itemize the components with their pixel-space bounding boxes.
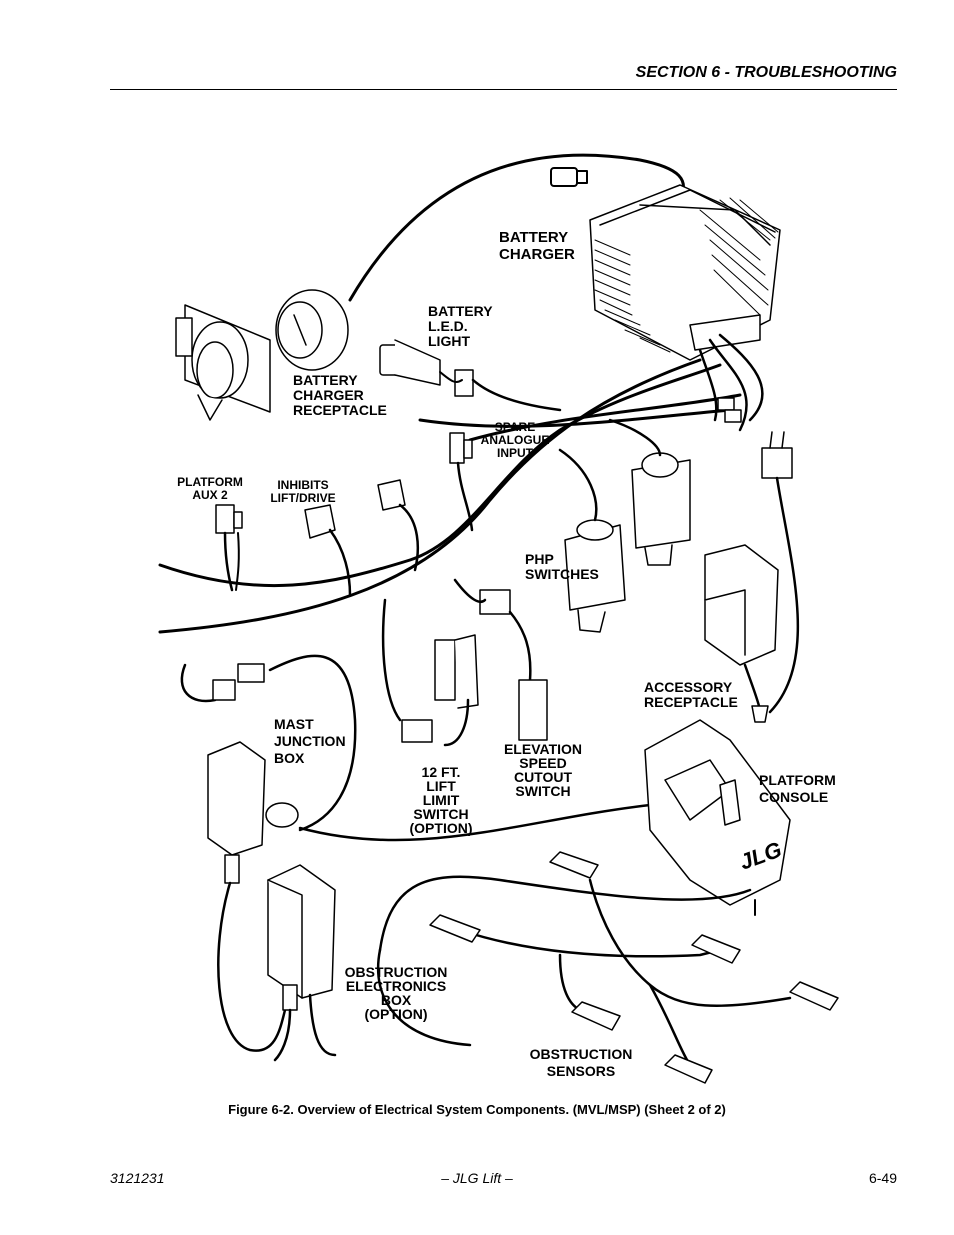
label-php-switches: PHP SWITCHES <box>525 551 599 582</box>
obstruction-sensor-2 <box>429 914 481 943</box>
header-rule <box>110 89 897 90</box>
mast-cable-left <box>180 654 357 832</box>
platform-aux2-connector <box>215 504 243 534</box>
spare-analogue-input-connector <box>449 432 473 464</box>
label-obstruction-sensors: OBSTRUCTION SENSORS <box>529 1046 633 1079</box>
label-obstruction-electronics-box: OBSTRUCTION ELECTRONICS BOX (OPTION) <box>344 964 448 1022</box>
obstruction-sensor-5 <box>571 1001 621 1031</box>
label-battery-led-light: BATTERY L.E.D. LIGHT <box>428 303 493 349</box>
label-battery-charger: BATTERY CHARGER <box>499 229 575 263</box>
label-platform-console: PLATFORM CONSOLE <box>759 772 836 805</box>
footer-doc-number: 3121231 <box>110 1170 165 1186</box>
led-light-cable <box>439 371 463 383</box>
obstruction-sensor-1 <box>549 851 599 879</box>
platform-console <box>644 719 791 906</box>
label-accessory-receptacle: ACCESSORY RECEPTACLE <box>644 679 738 710</box>
label-lift-limit-switch: 12 FT. LIFT LIMIT SWITCH (OPTION) <box>409 764 473 836</box>
battery-charger-receptacle <box>175 289 349 421</box>
figure-caption: Figure 6-2. Overview of Electrical Syste… <box>228 1102 726 1117</box>
label-inhibits-lift-drive: INHIBITS LIFT/DRIVE <box>270 478 336 505</box>
mast-junction-box <box>207 741 299 884</box>
charger-output-connectors <box>717 397 742 423</box>
php-switch-right <box>631 452 691 566</box>
obstruction-electronics-box <box>267 864 336 1011</box>
lift-limit-switch <box>434 634 479 709</box>
lift-limit-connector <box>401 719 433 743</box>
obstruction-sensor-6 <box>664 1054 713 1084</box>
charger-output-cables <box>698 333 764 432</box>
mast-connector <box>212 663 265 701</box>
footer-page-number: 6-49 <box>868 1170 897 1186</box>
php-switch-left <box>564 519 626 633</box>
label-spare-analogue-input: SPARE ANALOGUE INPUT <box>480 420 550 460</box>
obstruction-sensor-3 <box>691 934 741 964</box>
lift-limit-switch-cable <box>381 598 470 747</box>
battery-charger <box>589 184 781 361</box>
accessory-plug <box>751 705 769 723</box>
obstruction-sensor-4 <box>789 981 839 1011</box>
inhibits-lift-drive-connector <box>304 504 336 539</box>
charger-input-connector <box>550 167 588 187</box>
battery-led-light <box>379 339 474 397</box>
label-elevation-speed-cutout: ELEVATION SPEED CUTOUT SWITCH <box>503 741 583 799</box>
section-header: SECTION 6 - TROUBLESHOOTING <box>635 64 897 81</box>
footer-company: – JLG Lift – <box>441 1170 513 1186</box>
elevation-speed-cutout-switch <box>518 679 548 741</box>
accessory-power-plug <box>761 431 793 479</box>
label-mast-junction-box: MAST JUNCTION BOX <box>274 716 346 766</box>
spare-connector <box>377 479 406 511</box>
label-platform-aux2: PLATFORM AUX 2 <box>177 475 243 502</box>
main-harness-cables <box>158 153 742 634</box>
php-switch-cables <box>558 418 662 522</box>
label-battery-charger-receptacle: BATTERY CHARGER RECEPTACLE <box>293 372 387 418</box>
accessory-receptacle <box>704 544 779 666</box>
